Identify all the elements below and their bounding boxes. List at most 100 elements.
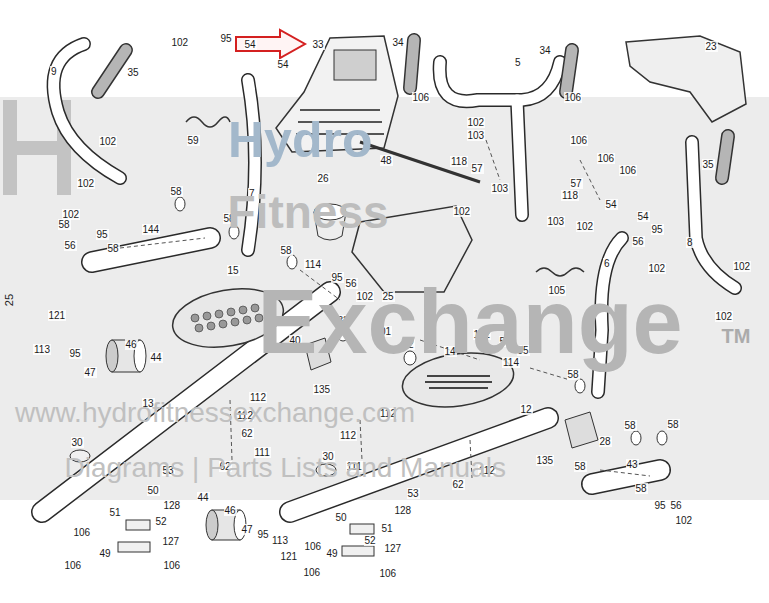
callout-number: 49 (99, 548, 112, 559)
callout-number: 106 (64, 560, 83, 571)
callout-number: 106 (564, 92, 583, 103)
callout-number: 30 (71, 437, 84, 448)
callout-number: 106 (303, 567, 322, 578)
callout-number: 58 (107, 243, 120, 254)
callout-number: 52 (155, 516, 168, 527)
callout-number: 118 (450, 156, 468, 167)
callout-number: 50 (147, 485, 160, 496)
callout-number: 102 (576, 221, 595, 232)
callout-number: 28 (599, 436, 612, 447)
callout-number: 5 (514, 57, 522, 68)
callout-number: 50 (335, 512, 348, 523)
watermark-text: www.hydrofitnessexchange.com (15, 398, 415, 429)
callout-number: 95 (257, 529, 270, 540)
callout-number: 102 (171, 37, 190, 48)
callout-number: 106 (163, 560, 182, 571)
callout-number: 121 (280, 551, 299, 562)
callout-number: 44 (197, 492, 210, 503)
callout-number: 95 (651, 224, 664, 235)
callout-number: 54 (277, 59, 290, 70)
callout-number: 102 (733, 261, 752, 272)
pointer-arrow (236, 30, 305, 58)
callout-number: 58 (635, 483, 648, 494)
callout-number: 54 (244, 39, 257, 50)
callout-number: 58 (624, 420, 637, 431)
callout-number: 47 (84, 367, 97, 378)
callout-number: 106 (619, 165, 638, 176)
callout-number: 127 (384, 543, 403, 554)
watermark-text: Hydro (228, 113, 372, 168)
callout-number: 33 (312, 39, 325, 50)
callout-number: 58 (667, 419, 680, 430)
callout-number: 53 (407, 488, 420, 499)
callout-number: 103 (547, 216, 566, 227)
callout-number: 57 (471, 163, 484, 174)
callout-number: 35 (127, 67, 140, 78)
callout-number: 12 (520, 404, 533, 415)
callout-number: 103 (491, 183, 510, 194)
callout-number: 52 (364, 535, 377, 546)
callout-number: 56 (670, 500, 683, 511)
callout-number: 46 (224, 505, 237, 516)
callout-number: 58 (574, 461, 587, 472)
callout-number: 102 (467, 117, 486, 128)
callout-number: 57 (570, 178, 583, 189)
callout-number: 106 (73, 527, 92, 538)
watermark-text: Fitness (228, 187, 389, 238)
callout-number: 54 (637, 211, 650, 222)
callout-number: 106 (597, 153, 616, 164)
callout-number: 58 (170, 186, 183, 197)
callout-number: 113 (271, 535, 289, 546)
callout-number: 118 (561, 190, 579, 201)
callout-number: 51 (109, 507, 122, 518)
callout-number: 44 (150, 352, 163, 363)
page-number: 25 (3, 294, 15, 306)
callout-number: 106 (304, 541, 323, 552)
watermark-band (0, 97, 769, 500)
watermark-text: TM (722, 325, 751, 347)
callout-number: 102 (715, 311, 734, 322)
callout-number: 49 (326, 548, 339, 559)
callout-number: 135 (536, 455, 555, 466)
callout-number: 102 (99, 136, 118, 147)
callout-number: 106 (379, 568, 398, 579)
callout-number: 95 (220, 33, 233, 44)
callout-number: 59 (187, 135, 200, 146)
callout-number: 6 (603, 258, 611, 269)
callout-number: 114 (304, 259, 322, 270)
callout-number: 144 (142, 224, 161, 235)
callout-number: 102 (77, 178, 96, 189)
callout-number: 34 (539, 45, 552, 56)
callout-number: 135 (313, 384, 332, 395)
callout-number: 102 (453, 206, 472, 217)
callout-number: 128 (163, 500, 182, 511)
callout-number: 47 (241, 524, 254, 535)
callout-number: 35 (702, 159, 715, 170)
callout-number: 56 (64, 240, 77, 251)
callout-number: 127 (162, 536, 181, 547)
callout-number: 106 (570, 135, 589, 146)
watermark-text: Diagrams | Parts Lists and Manuals (65, 453, 506, 484)
callout-number: 58 (280, 245, 293, 256)
callout-number: 23 (705, 41, 718, 52)
callout-number: 43 (626, 459, 639, 470)
callout-number: 112 (339, 430, 357, 441)
callout-number: 26 (317, 173, 330, 184)
callout-number: 95 (96, 229, 109, 240)
callout-number: 46 (125, 339, 138, 350)
watermark-text: Exchange (258, 273, 683, 372)
callout-number: 58 (58, 219, 71, 230)
callout-number: 113 (33, 344, 51, 355)
callout-number: 62 (241, 428, 254, 439)
callout-number: 95 (69, 348, 82, 359)
callout-number: 103 (467, 130, 486, 141)
callout-number: 54 (605, 199, 618, 210)
callout-number: 106 (412, 92, 431, 103)
callout-number: 9 (50, 66, 58, 77)
callout-number: 56 (632, 236, 645, 247)
callout-number: 8 (686, 237, 694, 248)
callout-number: 121 (48, 310, 67, 321)
callout-number: 34 (392, 37, 405, 48)
callout-number: 51 (381, 523, 394, 534)
callout-number: 95 (654, 500, 667, 511)
